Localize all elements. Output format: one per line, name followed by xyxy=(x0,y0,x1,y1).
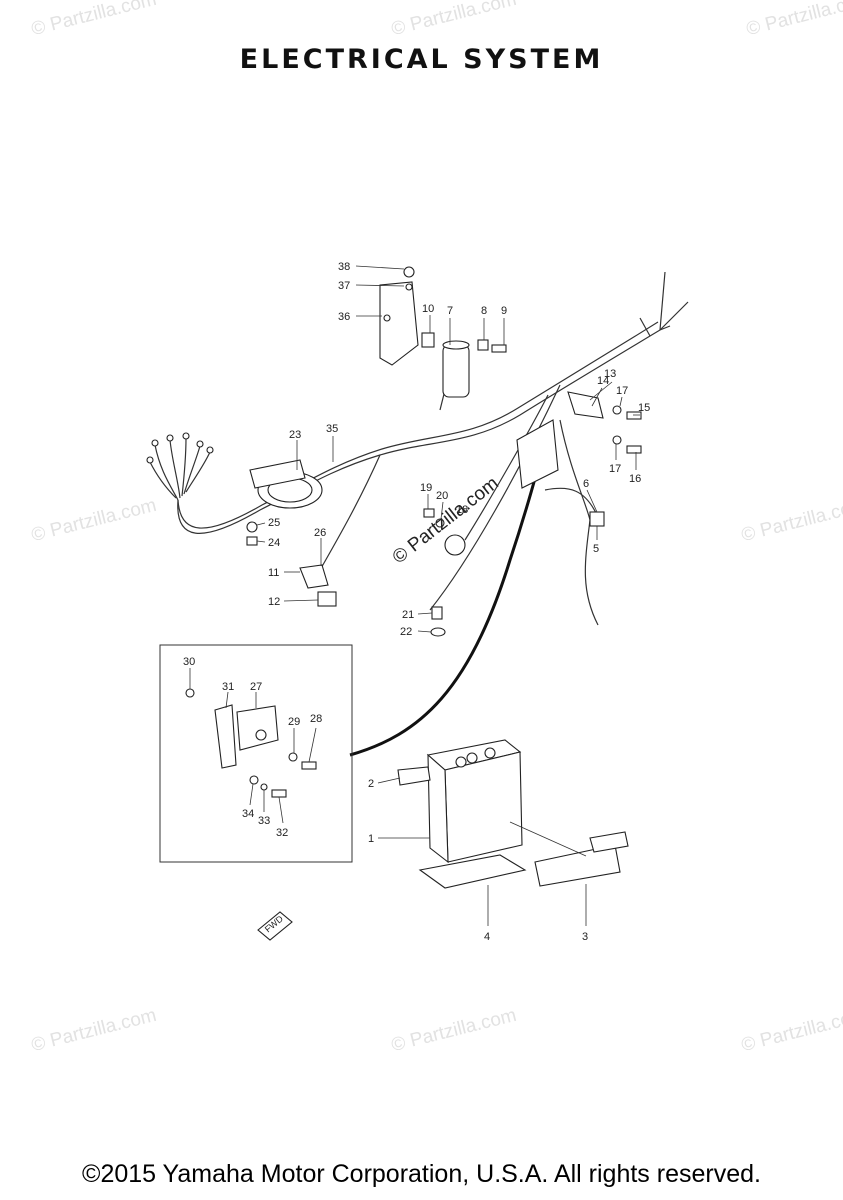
callout-8: 8 xyxy=(481,305,487,317)
callout-9: 9 xyxy=(501,305,507,317)
rectifier-assembly xyxy=(516,391,642,489)
callout-15: 15 xyxy=(638,402,650,414)
callout-23: 23 xyxy=(289,429,301,441)
callout-27: 27 xyxy=(250,681,262,693)
callout-5: 5 xyxy=(593,543,599,555)
callout-3: 3 xyxy=(582,931,588,943)
callout-21: 21 xyxy=(402,609,414,621)
callout-7: 7 xyxy=(447,305,453,317)
callout-24: 24 xyxy=(268,537,280,549)
callout-38: 38 xyxy=(338,261,350,273)
callout-18: 18 xyxy=(456,504,468,516)
callout-29: 29 xyxy=(288,716,300,728)
callout-25: 25 xyxy=(268,517,280,529)
horn xyxy=(246,459,323,546)
leader-lines xyxy=(189,265,640,926)
callout-28: 28 xyxy=(310,713,322,725)
callout-10: 10 xyxy=(422,303,434,315)
callout-22: 22 xyxy=(400,626,412,638)
callout-16: 16 xyxy=(629,473,641,485)
inset-detail-box xyxy=(159,644,353,863)
callout-31: 31 xyxy=(222,681,234,693)
battery-assembly xyxy=(397,739,629,889)
callout-labels: 38 37 36 10 7 8 9 13 14 17 15 16 17 6 5 … xyxy=(183,261,650,943)
callout-36: 36 xyxy=(338,311,350,323)
callout-35: 35 xyxy=(326,423,338,435)
callout-17b: 17 xyxy=(609,463,621,475)
callout-17a: 17 xyxy=(616,385,628,397)
callout-33: 33 xyxy=(258,815,270,827)
callout-30: 30 xyxy=(183,656,195,668)
callout-2: 2 xyxy=(368,778,374,790)
callout-37: 37 xyxy=(338,280,350,292)
callout-32: 32 xyxy=(276,827,288,839)
callout-4: 4 xyxy=(484,931,490,943)
spark-plug-cap xyxy=(299,564,337,607)
fuse-holder xyxy=(589,511,605,527)
callout-19: 19 xyxy=(420,482,432,494)
copyright-notice: ©2015 Yamaha Motor Corporation, U.S.A. A… xyxy=(82,1160,761,1188)
callout-1: 1 xyxy=(368,833,374,845)
callout-6: 6 xyxy=(583,478,589,490)
condenser xyxy=(421,332,507,398)
callout-20: 20 xyxy=(436,490,448,502)
callout-11: 11 xyxy=(268,567,279,579)
forward-arrow-icon: FWD xyxy=(257,911,293,941)
switch-assembly xyxy=(423,508,466,637)
callout-34: 34 xyxy=(242,808,254,820)
callout-26: 26 xyxy=(314,527,326,539)
callout-12: 12 xyxy=(268,596,280,608)
callout-13: 13 xyxy=(604,368,616,380)
callout-14: 14 xyxy=(597,375,609,387)
diagram-title: ELECTRICAL SYSTEM xyxy=(239,44,604,75)
mounting-bracket xyxy=(379,266,419,366)
